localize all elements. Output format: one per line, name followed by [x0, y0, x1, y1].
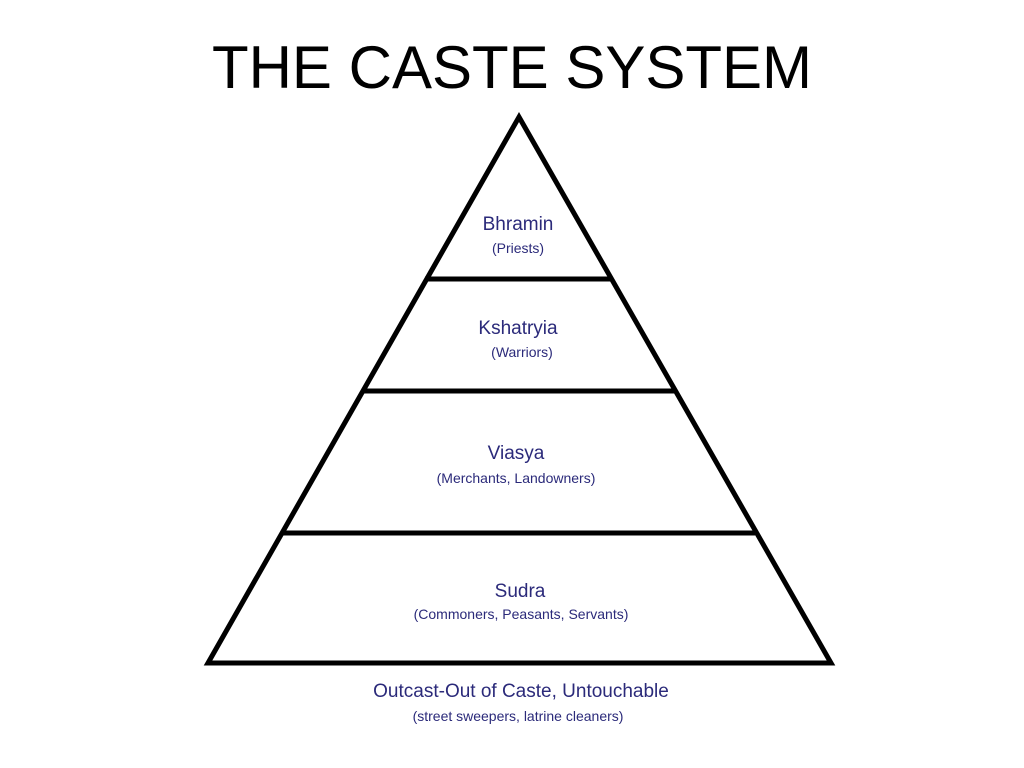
tier-desc-sudra: (Commoners, Peasants, Servants): [414, 606, 629, 622]
outcast-desc: (street sweepers, latrine cleaners): [413, 708, 624, 724]
tier-desc-kshatryia: (Warriors): [491, 344, 553, 360]
tier-label-kshatryia: Kshatryia: [478, 318, 558, 339]
tier-desc-bhramin: (Priests): [492, 240, 544, 256]
page-title: THE CASTE SYSTEM: [211, 34, 813, 101]
tier-label-sudra: Sudra: [495, 581, 546, 602]
tier-label-bhramin: Bhramin: [483, 214, 554, 235]
tier-desc-viasya: (Merchants, Landowners): [437, 470, 596, 486]
outcast-label: Outcast-Out of Caste, Untouchable: [373, 681, 669, 702]
tier-label-viasya: Viasya: [488, 443, 545, 464]
